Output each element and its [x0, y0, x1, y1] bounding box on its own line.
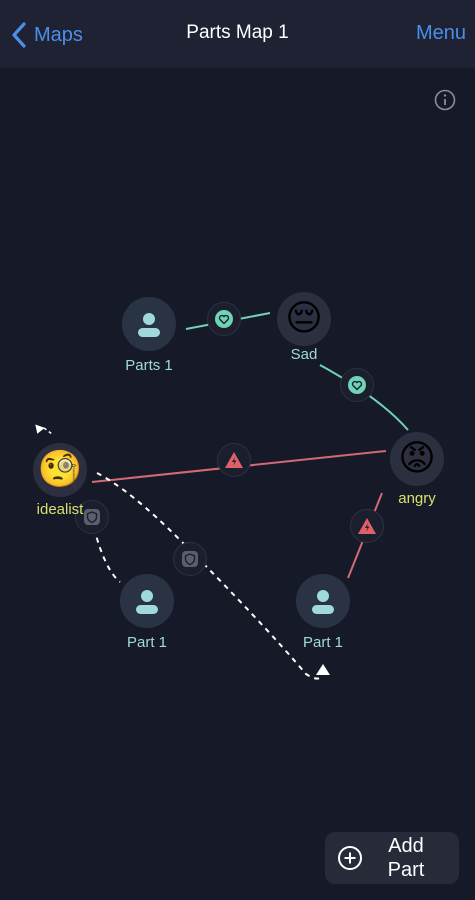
shield-icon: [182, 551, 198, 567]
part-node-label: Sad: [290, 346, 318, 363]
conflict-icon: [225, 452, 243, 468]
angry-face-icon: 😡: [390, 432, 444, 486]
chevron-left-icon: [12, 22, 26, 48]
sad-face-icon: 😔: [277, 292, 331, 346]
add-part-button[interactable]: Add Part: [325, 832, 459, 884]
heart-icon: [348, 376, 366, 394]
part-node-label: angry: [398, 490, 436, 507]
monocle-face-icon: 🧐: [33, 443, 87, 497]
page-title: Parts Map 1: [186, 22, 289, 43]
part-node-part1-left[interactable]: Part 1: [87, 574, 207, 651]
part-node-label: Part 1: [126, 634, 168, 651]
heart-badge-parts1-sad[interactable]: [207, 302, 241, 336]
heart-icon: [215, 310, 233, 328]
avatar: [296, 574, 350, 628]
back-button[interactable]: Maps: [8, 18, 83, 52]
part-node-label: Part 1: [302, 634, 344, 651]
avatar: [122, 297, 176, 351]
part-node-label: Parts 1: [125, 357, 173, 374]
info-icon[interactable]: [434, 89, 456, 111]
heart-badge-sad-angry[interactable]: [340, 368, 374, 402]
shield-icon: [84, 509, 100, 525]
back-label: Maps: [34, 23, 83, 46]
part-node-parts1[interactable]: Parts 1: [89, 297, 209, 374]
add-part-label: Add Part: [387, 835, 425, 881]
part-node-idealist[interactable]: 🧐 idealist: [0, 443, 120, 518]
conflict-badge-idealist-angry[interactable]: [217, 443, 251, 477]
shield-badge-idealist-part1-left[interactable]: [75, 500, 109, 534]
conflict-badge-angry-part1[interactable]: [350, 509, 384, 543]
part-node-label: idealist: [36, 501, 84, 518]
person-icon: [312, 590, 334, 614]
menu-button[interactable]: Menu: [415, 22, 466, 44]
part-node-angry[interactable]: 😡 angry: [357, 432, 475, 507]
plus-circle-icon: [338, 846, 362, 870]
shield-badge-idealist-part1-right[interactable]: [173, 542, 207, 576]
conflict-icon: [358, 518, 376, 534]
connection-line-sad-angry[interactable]: [319, 364, 409, 431]
arrow-head-icon: [316, 664, 330, 675]
avatar: [120, 574, 174, 628]
part-node-part1-right[interactable]: Part 1: [263, 574, 383, 651]
top-bar: Maps Parts Map 1 Menu: [0, 0, 475, 68]
person-icon: [138, 313, 160, 337]
small-arrow-icon: [35, 424, 53, 435]
person-icon: [136, 590, 158, 614]
part-node-sad[interactable]: 😔 Sad: [244, 292, 364, 363]
